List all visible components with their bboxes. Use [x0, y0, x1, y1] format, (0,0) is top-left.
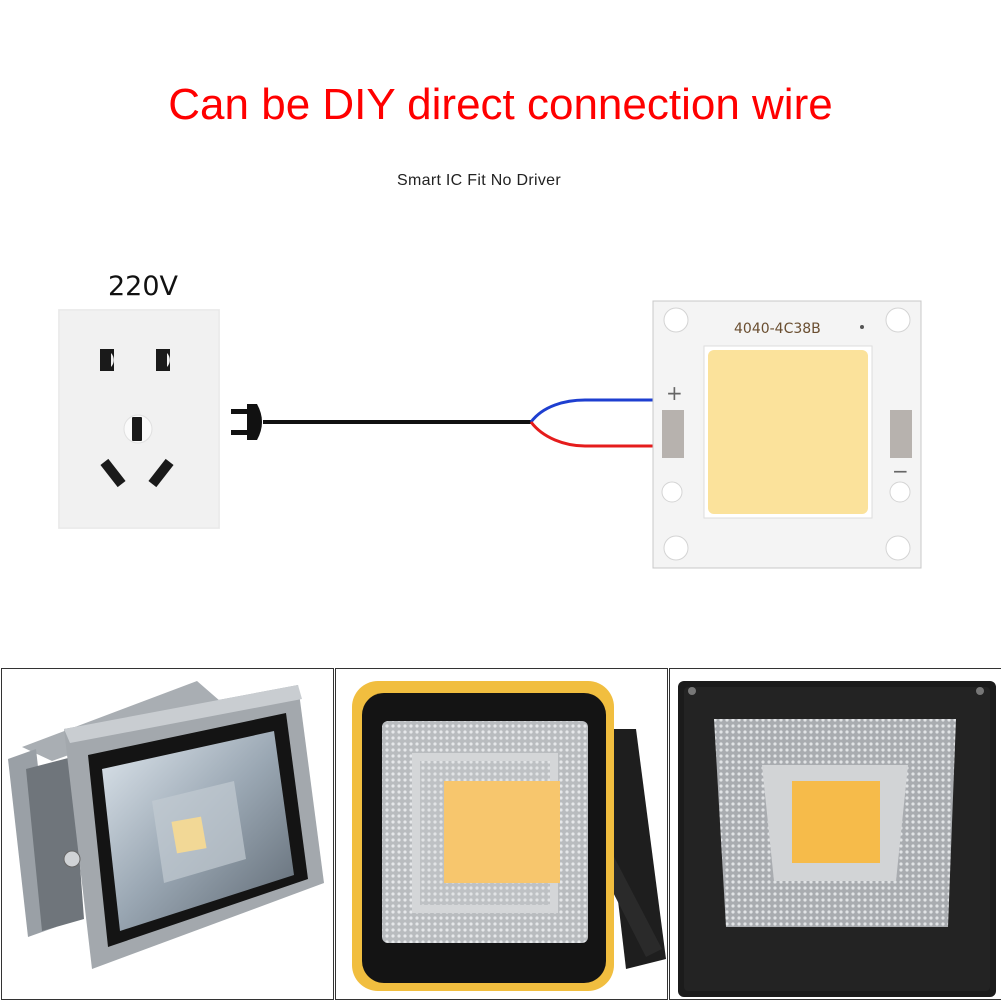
product-panel-yellow [335, 668, 668, 1000]
positive-wire [529, 398, 661, 423]
black-floodlight-image [678, 681, 996, 997]
negative-wire [529, 421, 661, 448]
minus-label: − [892, 459, 909, 483]
plus-label: + [666, 381, 683, 405]
headline: Can be DIY direct connection wire [168, 80, 833, 129]
wall-socket-icon [58, 309, 220, 529]
product-panel-gray [1, 668, 334, 1000]
subtitle: Smart IC Fit No Driver [397, 172, 561, 189]
voltage-label: 220V [108, 271, 179, 302]
cob-led-chip: 4040-4C38B + − [652, 300, 922, 569]
plug-icon [231, 404, 262, 440]
yellow-floodlight-image [352, 681, 666, 991]
product-panel-black [669, 668, 1001, 1000]
power-cable [231, 398, 661, 448]
chip-model-label: 4040-4C38B [734, 321, 821, 337]
gray-floodlight-image [8, 681, 324, 969]
